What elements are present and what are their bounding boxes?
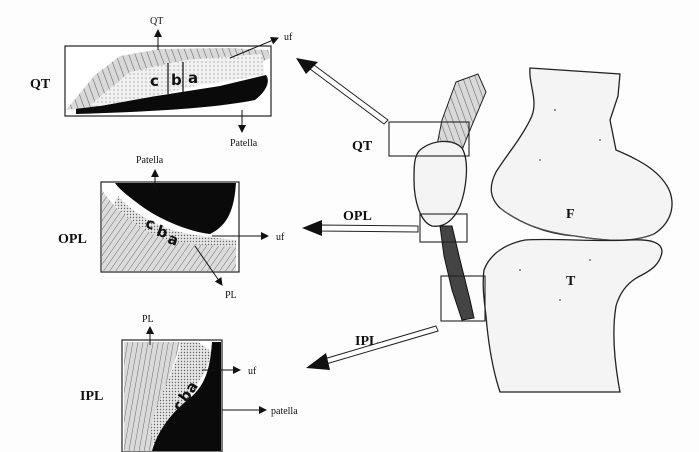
ipl-panel: c b a PL uf patella IPL	[80, 314, 298, 452]
femur-bone	[491, 68, 672, 240]
knee-qt-label: QT	[352, 139, 373, 154]
ipl-uf-label: uf	[248, 366, 257, 377]
opl-uf-label: uf	[276, 232, 285, 243]
qt-zone-b: b	[171, 71, 182, 89]
ipl-bottom-label: patella	[271, 406, 298, 417]
femur-label: F	[566, 207, 575, 222]
bone-texture-dot	[539, 159, 541, 161]
qt-top-label: QT	[150, 16, 163, 27]
ipl-connector-shaft	[324, 326, 438, 364]
bone-texture-dot	[599, 139, 601, 141]
opl-top-label: Patella	[136, 155, 164, 166]
bone-texture-dot	[559, 299, 561, 301]
tibia-label: T	[566, 274, 576, 289]
opl-connector-head	[302, 220, 322, 236]
qt-bottom-label: Patella	[230, 138, 258, 149]
tibia-bone	[483, 239, 662, 392]
ipl-top-label: PL	[142, 314, 154, 325]
qt-zone-c: c	[150, 72, 159, 90]
ipl-side-label: IPL	[80, 389, 103, 404]
ipl-connector-head	[306, 353, 330, 370]
quadriceps-tendon	[436, 74, 486, 150]
qt-connector-shaft	[306, 62, 388, 124]
qt-side-label: QT	[30, 77, 51, 92]
bone-texture-dot	[554, 109, 556, 111]
qt-zone-a: a	[188, 69, 198, 87]
bone-texture-dot	[589, 259, 591, 261]
opl-side-label: OPL	[58, 232, 87, 247]
opl-connector-shaft	[320, 225, 418, 232]
opl-panel: c b a Patella uf PL OPL	[58, 155, 285, 301]
qt-panel: c b a QT uf Patella QT	[30, 16, 293, 149]
opl-bottom-label: PL	[225, 290, 237, 301]
knee-opl-label: OPL	[343, 209, 372, 224]
patellar-ligament	[440, 226, 474, 320]
bone-texture-dot	[519, 269, 521, 271]
qt-uf-label: uf	[284, 32, 293, 43]
